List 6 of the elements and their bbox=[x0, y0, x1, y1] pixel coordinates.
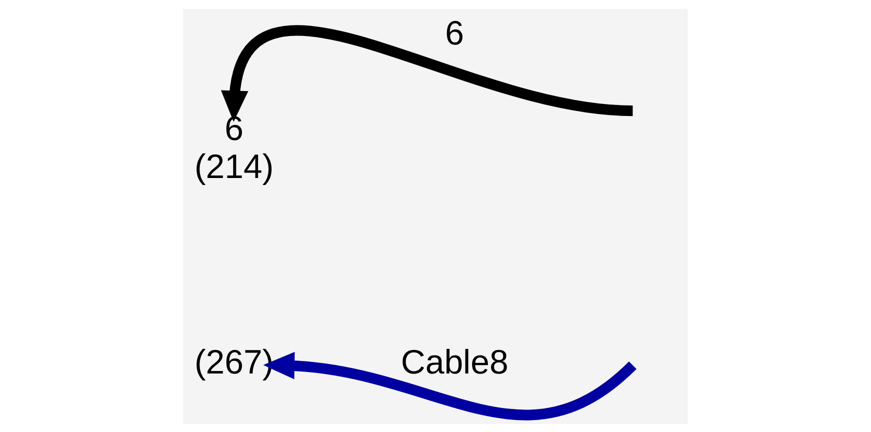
edge-label: 6 bbox=[445, 14, 464, 52]
node-text: (267) bbox=[194, 342, 274, 381]
node-text: 6 (214) bbox=[194, 110, 274, 186]
edge-label: Cable8 bbox=[400, 342, 508, 381]
arrow bbox=[263, 351, 636, 420]
arrow bbox=[220, 24, 634, 122]
